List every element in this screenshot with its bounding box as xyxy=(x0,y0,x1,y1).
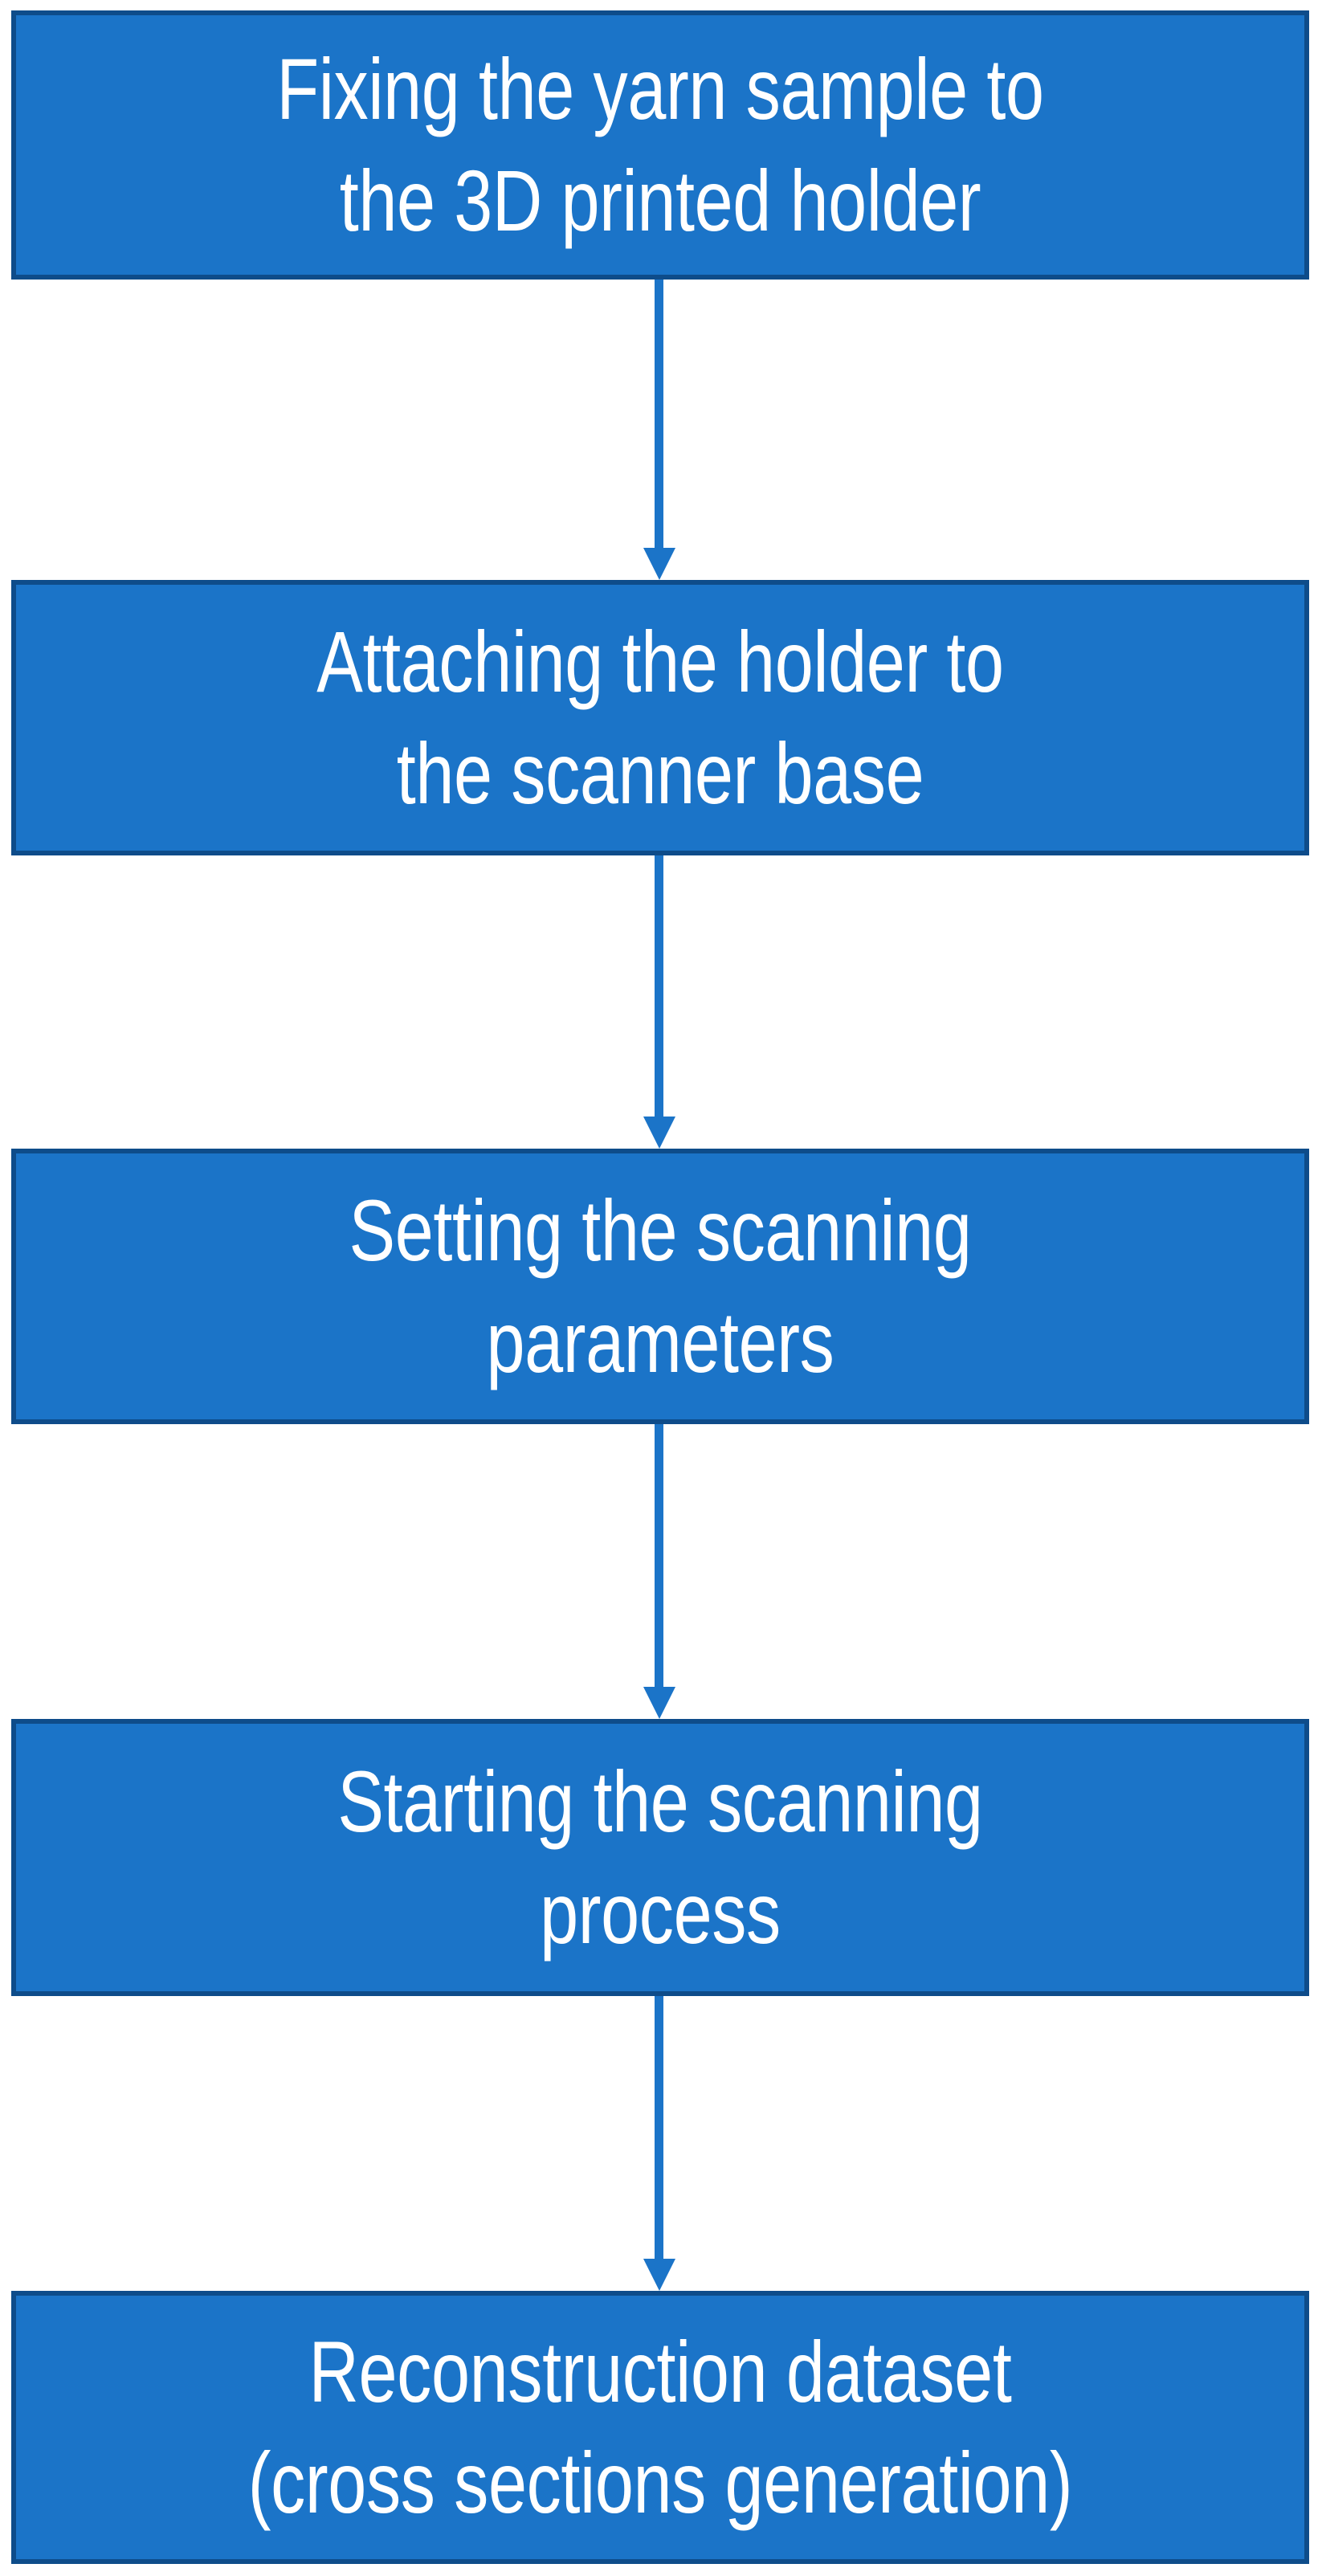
flowchart-arrow-2 xyxy=(0,855,1322,1149)
flowchart-node-2-label: Attaching the holder to the scanner base xyxy=(316,613,1004,822)
flowchart-arrow-1 xyxy=(0,280,1322,580)
flowchart-node-4-label: Starting the scanning process xyxy=(337,1753,983,1962)
flowchart-node-3: Setting the scanning parameters xyxy=(11,1149,1309,1424)
arrow-head-down-icon xyxy=(643,1687,675,1719)
flowchart-node-1-label: Fixing the yarn sample to the 3D printed… xyxy=(276,40,1044,249)
flowchart-node-3-label: Setting the scanning parameters xyxy=(349,1182,972,1390)
flowchart-node-5: Reconstruction dataset (cross sections g… xyxy=(11,2291,1309,2564)
flowchart-arrow-3 xyxy=(0,1424,1322,1719)
arrow-stem xyxy=(655,280,663,548)
arrow-head-down-icon xyxy=(643,548,675,580)
flowchart-node-1: Fixing the yarn sample to the 3D printed… xyxy=(11,10,1309,280)
arrow-stem xyxy=(655,1424,663,1687)
flowchart-node-5-label: Reconstruction dataset (cross sections g… xyxy=(247,2322,1073,2531)
flowchart-arrow-4 xyxy=(0,1996,1322,2291)
arrow-head-down-icon xyxy=(643,1117,675,1149)
arrow-head-down-icon xyxy=(643,2259,675,2291)
flowchart-node-2: Attaching the holder to the scanner base xyxy=(11,580,1309,855)
flowchart-node-4: Starting the scanning process xyxy=(11,1719,1309,1996)
arrow-stem xyxy=(655,855,663,1117)
arrow-stem xyxy=(655,1996,663,2259)
